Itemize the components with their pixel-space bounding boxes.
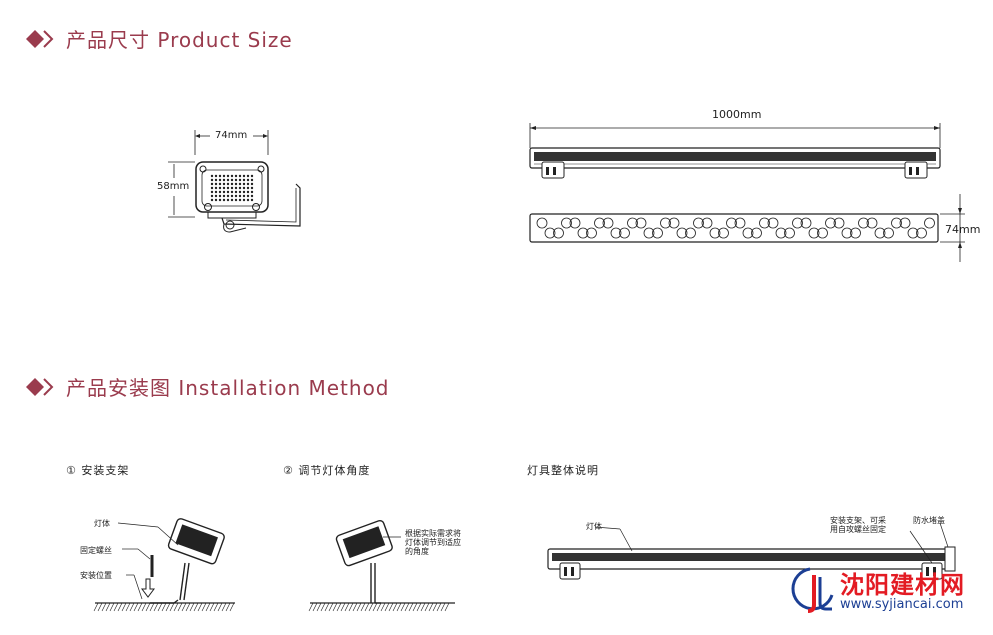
lamp-length-drawing — [529, 123, 965, 262]
width-dimension-label: 74mm — [215, 130, 248, 141]
install-bracket-drawing — [93, 518, 235, 612]
section-title-product-size: 产品尺寸 Product Size — [24, 24, 293, 53]
overall-lamp-drawing — [547, 522, 956, 580]
waterproof-cap-label: 防水堵盖 — [913, 516, 945, 525]
depth-dimension-label: 74mm — [945, 223, 981, 236]
step-3-heading: 灯具整体说明 — [527, 464, 599, 477]
diamond-bullet-icon — [26, 377, 54, 396]
fixing-screw-label: 固定螺丝 — [80, 546, 112, 555]
diamond-bullet-icon — [26, 29, 54, 48]
sy-logo-icon — [791, 567, 834, 613]
watermark-logo: 沈阳建材网 www.syjiancai.com — [788, 565, 988, 620]
step-2-heading: ② 调节灯体角度 — [283, 464, 371, 477]
lamp-body-label: 灯体 — [94, 519, 110, 528]
overall-lamp-body-label: 灯体 — [586, 522, 602, 531]
product-size-heading: 产品尺寸 Product Size — [66, 28, 293, 52]
length-dimension-label: 1000mm — [712, 108, 762, 121]
adjust-note-line-1: 根据实际需求将 — [405, 529, 461, 538]
height-dimension-label: 58mm — [157, 181, 190, 192]
watermark-name: 沈阳建材网 — [840, 571, 965, 599]
section-title-installation: 产品安装图 Installation Method — [24, 372, 390, 401]
adjust-angle-drawing — [308, 519, 455, 612]
install-position-label: 安装位置 — [80, 571, 112, 580]
bracket-note-line-2: 用自攻螺丝固定 — [830, 525, 886, 534]
bracket-note-line-1: 安装支架、可采 — [830, 516, 886, 525]
adjust-note-line-2: 灯体调节到适应 — [405, 538, 461, 547]
watermark-url: www.syjiancai.com — [840, 597, 964, 612]
installation-heading: 产品安装图 Installation Method — [66, 376, 390, 400]
step-1-heading: ① 安装支架 — [66, 464, 130, 477]
adjust-note-line-3: 的角度 — [405, 547, 429, 556]
profile-cross-section-drawing — [168, 130, 301, 233]
